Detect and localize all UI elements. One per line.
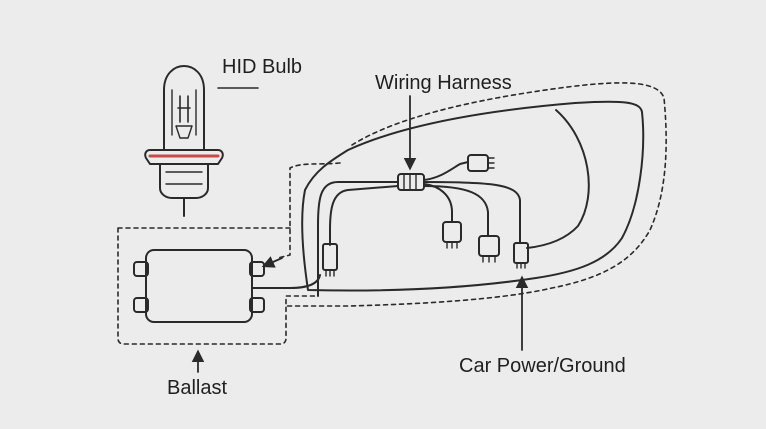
harness-wire-top (423, 161, 469, 181)
headlight-inner-arc (526, 109, 590, 249)
headlight-housing-outline (285, 82, 667, 307)
hid-bulb-drawing (144, 65, 224, 217)
wiring-harness-label: Wiring Harness (375, 72, 512, 94)
ballast-label: Ballast (167, 377, 228, 399)
connector-top (467, 154, 495, 172)
harness-wire-right (423, 181, 521, 243)
ballast-enclosure (117, 227, 291, 345)
harness-sleeve (397, 173, 425, 191)
harness-to-ballast-arrow (261, 256, 283, 268)
hid-bulb-label: HID Bulb (222, 56, 303, 78)
connector-right (513, 242, 529, 269)
harness-wire-left2 (329, 185, 399, 246)
connector-mid (478, 235, 500, 263)
harness-wire-center (423, 183, 453, 223)
ballast-harness-cable (251, 274, 321, 289)
headlight-lens (301, 100, 645, 292)
connector-left (322, 243, 338, 277)
harness-area-outline (277, 162, 341, 259)
harness-wire-mid (423, 185, 489, 236)
ballast-box (133, 249, 265, 323)
connector-center (442, 221, 462, 249)
harness-wire-left (317, 181, 399, 297)
car-power-ground-label: Car Power/Ground (459, 355, 626, 377)
